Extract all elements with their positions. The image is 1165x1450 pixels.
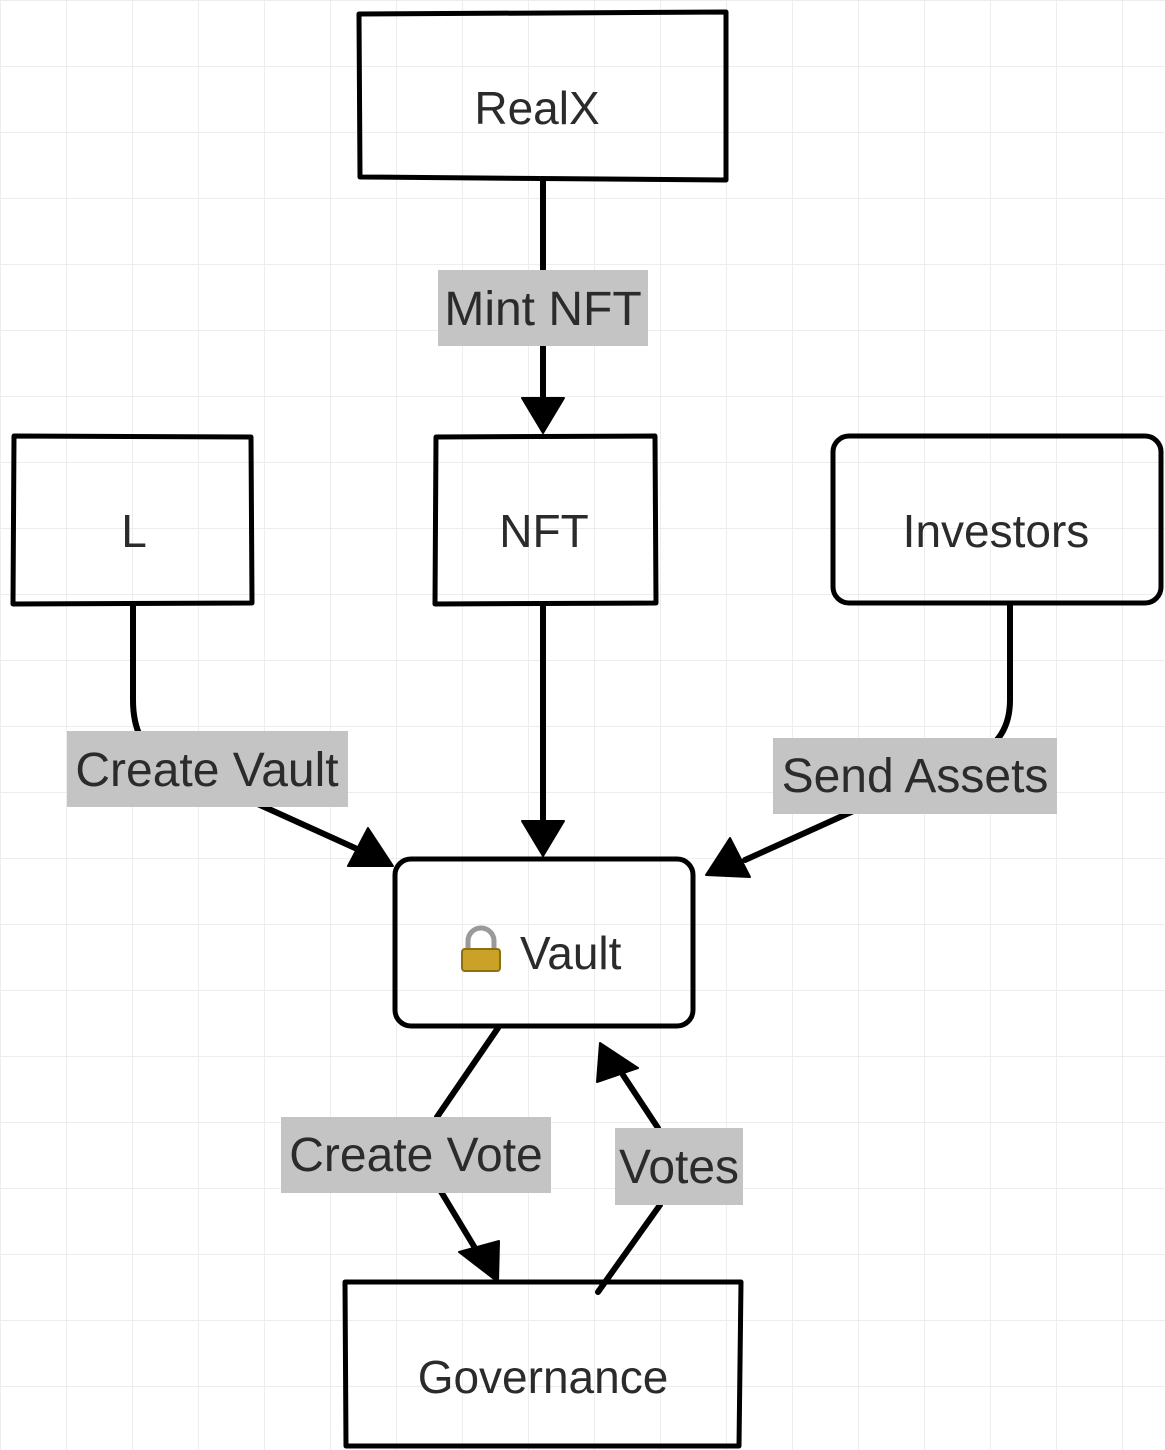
edge-label-send-assets: Send Assets (773, 738, 1057, 814)
node-investors-box (830, 433, 1164, 606)
arrowhead-governance (458, 1240, 500, 1283)
node-governance: Governance (342, 1279, 744, 1449)
node-governance-label: Governance (418, 1351, 669, 1403)
node-l-label: L (121, 505, 147, 557)
node-l-box (10, 433, 255, 607)
edge-label-votes: Votes (615, 1128, 743, 1205)
arrowhead-vault-right (705, 837, 751, 878)
edge-label-create-vote: Create Vote (281, 1117, 551, 1193)
arrowhead-vault-left (347, 827, 394, 867)
node-l: L (10, 433, 255, 607)
edge-label-mint-nft-text: Mint NFT (444, 283, 641, 336)
arrowhead-nft (521, 397, 565, 434)
node-realx-box (356, 9, 729, 183)
lock-icon (461, 925, 501, 972)
edge-label-create-vault-text: Create Vault (75, 744, 338, 797)
node-vault: Vault (392, 856, 696, 1029)
node-realx-label: RealX (474, 82, 599, 134)
edge-l-to-vault (130, 602, 358, 851)
arrowhead-vault-bottom (596, 1042, 639, 1083)
edge-label-send-assets-text: Send Assets (782, 750, 1049, 803)
edge-vault-to-governance (434, 1025, 501, 1251)
node-realx: RealX (356, 9, 729, 183)
arrowhead-vault-top (521, 820, 565, 857)
node-nft-box (432, 433, 659, 607)
node-investors: Investors (830, 433, 1164, 606)
node-nft-label: NFT (499, 505, 588, 557)
node-nft: NFT (432, 433, 659, 607)
edge-label-create-vault: Create Vault (67, 731, 348, 807)
edge-label-mint-nft: Mint NFT (438, 270, 648, 346)
node-investors-label: Investors (903, 505, 1090, 557)
edge-governance-to-vault (595, 1072, 663, 1295)
edge-label-create-vote-text: Create Vote (289, 1129, 543, 1182)
node-vault-label: Vault (520, 927, 622, 979)
node-governance-box (342, 1279, 744, 1449)
edge-investors-to-vault (742, 602, 1013, 863)
node-vault-box (392, 856, 696, 1029)
edge-label-votes-text: Votes (619, 1141, 739, 1194)
